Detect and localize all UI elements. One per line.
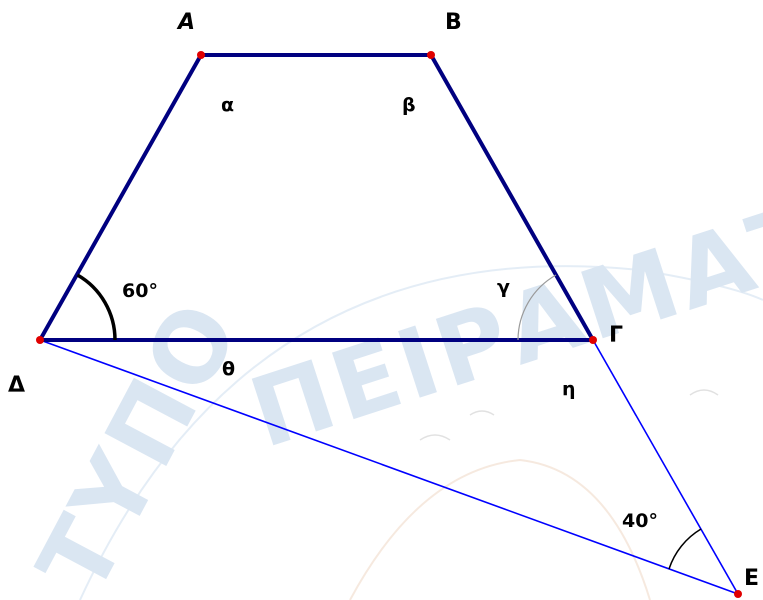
vertex-A: [197, 51, 205, 59]
label-point-D: Δ: [8, 373, 26, 398]
label-angle-D-value: 60°: [122, 280, 158, 302]
vertex-E: [734, 590, 742, 598]
label-angle-gamma: γ: [497, 276, 510, 298]
label-angle-theta: θ: [222, 358, 236, 380]
label-point-A: A: [178, 10, 196, 35]
label-angle-beta: β: [402, 94, 416, 116]
segment-gamma-epsilon: [592, 339, 739, 595]
label-angle-E-value: 40°: [622, 510, 658, 532]
label-angle-alpha: α: [221, 94, 235, 116]
arc-angle-epsilon: [668, 528, 702, 570]
label-point-E: E: [744, 566, 760, 591]
arc-angle-delta: [76, 273, 117, 341]
arc-angle-gamma: [517, 274, 557, 341]
label-point-B: B: [445, 10, 462, 35]
label-point-G: Γ: [609, 323, 624, 348]
watermark-prefix: ΤΥΠΟ: [16, 282, 262, 600]
vertex-G: [589, 336, 597, 344]
label-angle-eta: η: [562, 378, 576, 400]
segment-delta-epsilon: [39, 339, 739, 595]
vertex-B: [427, 51, 435, 59]
vertex-D: [36, 336, 44, 344]
